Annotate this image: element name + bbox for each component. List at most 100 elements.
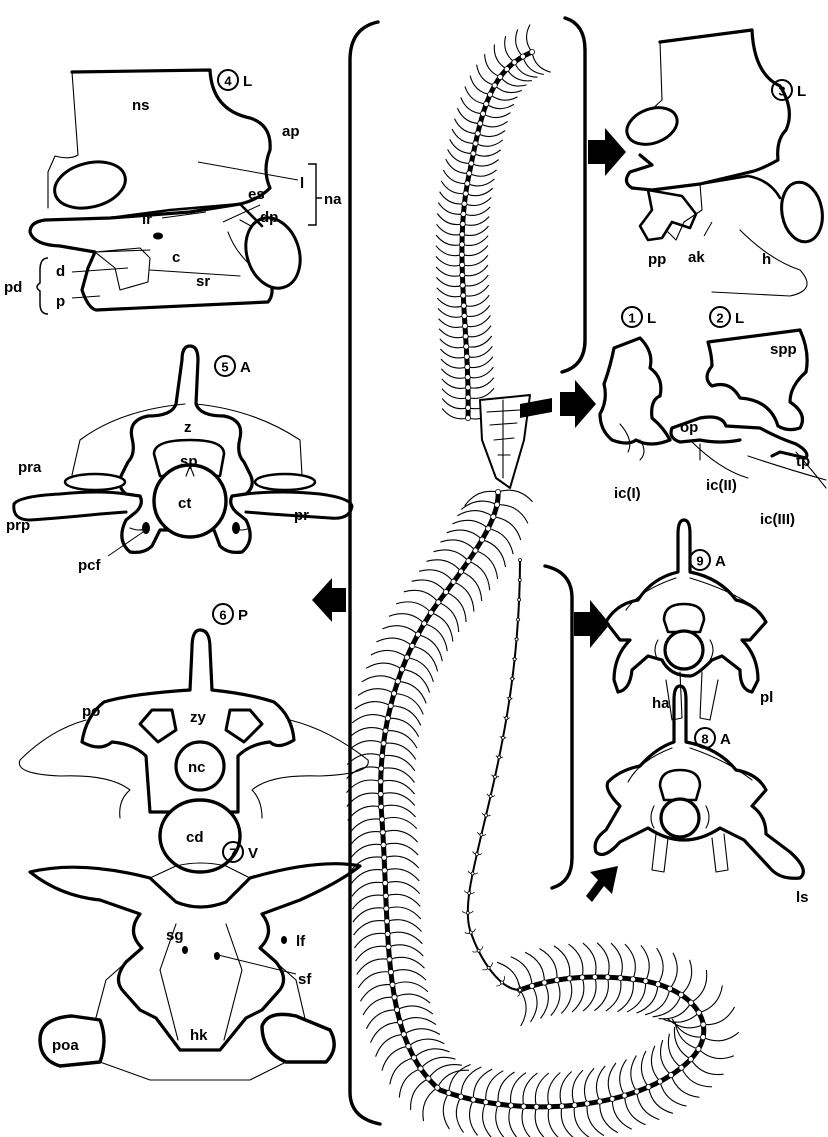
view-orientation: L — [647, 310, 656, 327]
vertebra — [468, 892, 471, 895]
rib — [500, 77, 526, 86]
rib — [511, 1073, 526, 1106]
rib — [462, 255, 488, 265]
rib — [468, 388, 494, 398]
rib — [388, 932, 423, 944]
rib — [456, 1097, 463, 1133]
rib — [531, 986, 538, 1022]
rib — [457, 511, 493, 517]
rib — [384, 843, 419, 855]
vertebra — [494, 775, 497, 778]
label-sp: sp — [180, 453, 198, 470]
vertebra — [460, 273, 465, 278]
vertebra — [462, 313, 467, 318]
rib — [440, 339, 466, 348]
rib — [382, 1046, 409, 1070]
rib — [436, 256, 462, 266]
label-sr: sr — [196, 273, 210, 290]
label-pd: pd — [4, 279, 22, 296]
rib — [548, 1107, 562, 1137]
rib — [376, 1034, 404, 1056]
view-number: 2 — [716, 311, 723, 326]
rib — [480, 121, 507, 127]
vertebra — [484, 101, 489, 106]
labels: ns ap l es na dp ir c sr pd d p pp ak h … — [4, 97, 810, 1054]
vertebra — [459, 242, 464, 247]
rib — [691, 1059, 724, 1074]
rib — [457, 108, 480, 123]
rib — [421, 1057, 456, 1068]
right-bracket-upper — [562, 18, 585, 372]
rib — [572, 977, 584, 1012]
rib — [584, 1068, 594, 1103]
rib — [441, 359, 467, 368]
view-8-vertebra-anterior — [595, 686, 803, 878]
vertebra — [489, 795, 492, 798]
rib — [463, 207, 490, 215]
vertebra — [451, 579, 456, 584]
vertebra — [380, 830, 385, 835]
rib — [532, 52, 551, 72]
rib — [404, 590, 438, 602]
vertebra — [605, 975, 610, 980]
vertebra — [387, 957, 392, 962]
rib — [477, 65, 495, 86]
view-number: 8 — [701, 732, 708, 747]
vertebra — [513, 658, 516, 661]
rib — [452, 520, 488, 528]
vertebra — [394, 1007, 399, 1012]
vertebra — [688, 1057, 693, 1062]
vertebra — [480, 833, 483, 836]
rib — [347, 754, 382, 765]
vertebra — [461, 303, 466, 308]
arrow-to-views-5-6-7 — [312, 578, 346, 622]
vertebra — [534, 1104, 539, 1109]
rib — [446, 159, 470, 173]
vertebra — [498, 74, 503, 79]
vertebra — [384, 906, 389, 911]
rib — [469, 170, 496, 176]
vertebra — [667, 986, 672, 991]
rib — [424, 624, 447, 652]
rib — [511, 957, 532, 986]
label-lf: lf — [296, 933, 306, 950]
vertebra — [382, 855, 387, 860]
vertebra — [395, 679, 400, 684]
vertebra — [473, 141, 478, 146]
label-l: l — [300, 175, 304, 192]
rib — [637, 984, 659, 1013]
rib — [382, 755, 415, 771]
rib — [671, 1075, 699, 1097]
label-sg: sg — [166, 927, 184, 944]
vertebra — [498, 756, 501, 759]
arrow-to-views-1-2 — [560, 380, 596, 428]
rib — [699, 985, 723, 1012]
rib — [442, 379, 468, 389]
rib — [476, 140, 503, 146]
rib — [560, 1072, 572, 1107]
vertebra — [398, 1020, 403, 1025]
vertebra — [385, 931, 390, 936]
vertebra — [480, 537, 485, 542]
rib — [496, 1104, 506, 1137]
label-ic1: ic(I) — [614, 485, 641, 502]
rib — [466, 188, 493, 195]
rib — [490, 95, 517, 101]
rib — [473, 150, 500, 156]
vertebra — [679, 1065, 684, 1070]
label-ak: ak — [688, 249, 705, 266]
rib — [625, 944, 635, 979]
view-number: 3 — [778, 84, 785, 99]
view-number: 6 — [219, 608, 226, 623]
label-ns: ns — [132, 97, 150, 114]
rib — [498, 490, 533, 502]
view-5-vertebra-anterior — [14, 346, 352, 556]
vertebra — [486, 526, 491, 531]
vertebra — [634, 1089, 639, 1094]
vertebra — [475, 131, 480, 136]
rib — [447, 530, 482, 540]
rib — [516, 30, 523, 57]
rib — [452, 129, 476, 143]
vertebra — [515, 638, 518, 641]
vertebra — [435, 1085, 440, 1090]
